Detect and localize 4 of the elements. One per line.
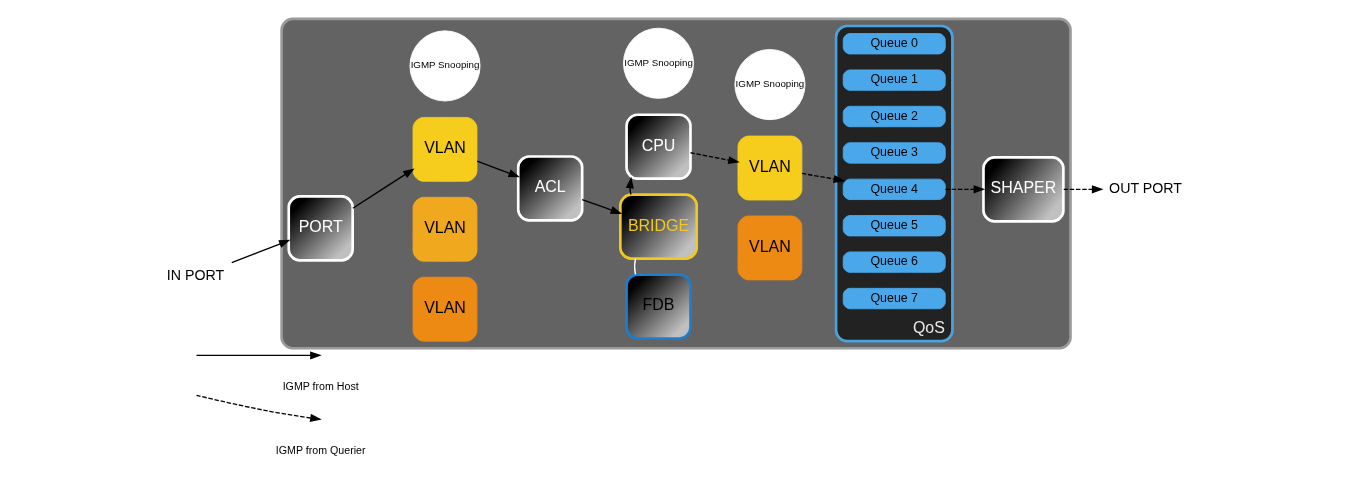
node-text: IN PORT	[166, 266, 225, 283]
node-text: OUT PORT	[1109, 179, 1182, 196]
legend-label: IGMP from Querier	[275, 444, 366, 456]
legend-label: IGMP from Host	[282, 380, 359, 393]
